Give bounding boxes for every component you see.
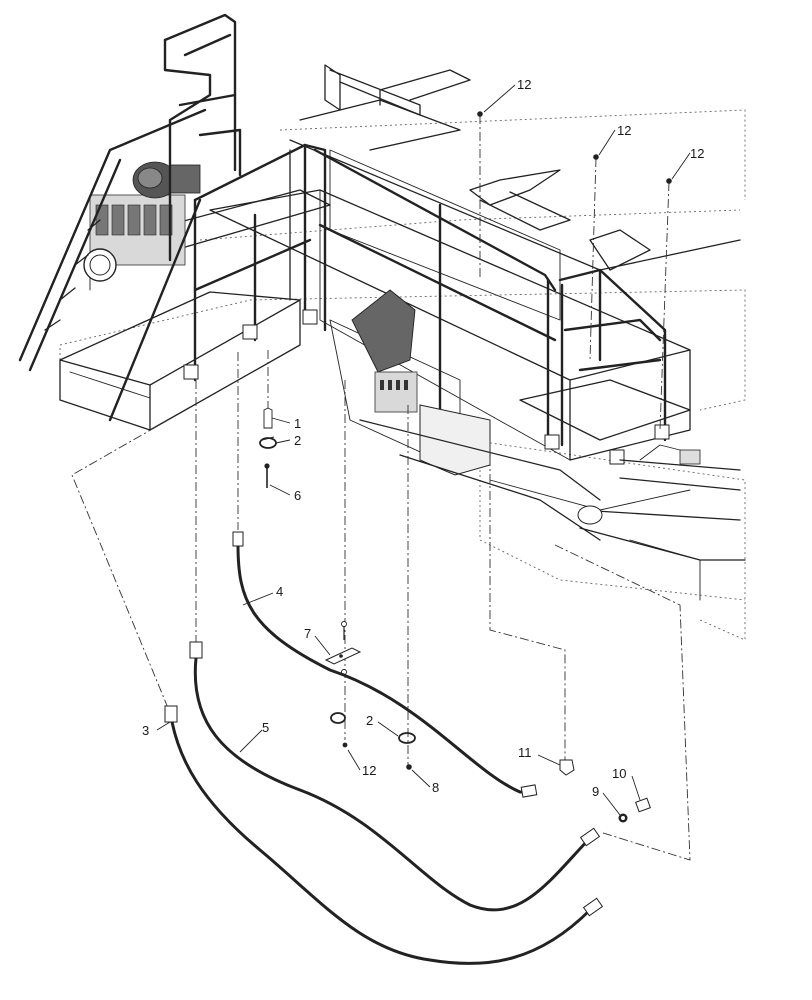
hose-5 bbox=[193, 656, 592, 912]
hydraulic-power-unit bbox=[83, 161, 201, 282]
callout-5: 5 bbox=[262, 720, 269, 735]
callout-12d: 12 bbox=[362, 763, 376, 778]
hose-4 bbox=[236, 543, 532, 794]
callout-9: 9 bbox=[592, 784, 599, 799]
hose-3 bbox=[170, 720, 592, 965]
callout-12b: 12 bbox=[617, 123, 631, 138]
callout-7: 7 bbox=[304, 626, 311, 641]
callout-2b: 2 bbox=[366, 713, 373, 728]
callout-labels: 1 2 6 4 5 3 7 2 12 8 11 9 10 12 12 12 bbox=[142, 77, 704, 799]
callout-leaders bbox=[156, 84, 691, 816]
callout-3: 3 bbox=[142, 723, 149, 738]
callout-10: 10 bbox=[612, 766, 626, 781]
callout-4: 4 bbox=[276, 584, 283, 599]
callout-2: 2 bbox=[294, 433, 301, 448]
machine-frame bbox=[18, 13, 746, 641]
hose-assemblies bbox=[164, 531, 604, 965]
callout-6: 6 bbox=[294, 488, 301, 503]
callout-12a: 12 bbox=[517, 77, 531, 92]
callout-8: 8 bbox=[432, 780, 439, 795]
leader-lines bbox=[71, 115, 691, 861]
callout-11: 11 bbox=[518, 745, 532, 760]
callout-12c: 12 bbox=[690, 146, 704, 161]
callout-1: 1 bbox=[294, 416, 301, 431]
